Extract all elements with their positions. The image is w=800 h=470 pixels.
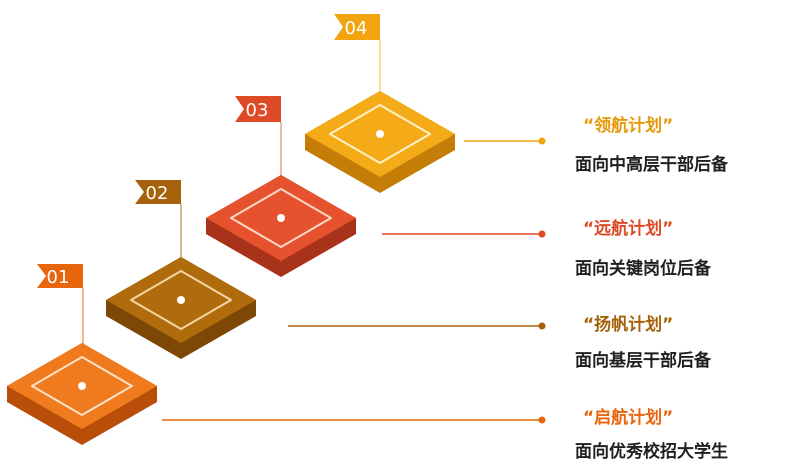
leader-dot-03 (538, 230, 546, 238)
leader-dot-04 (538, 137, 546, 145)
plan-title-03: “远航计划” (583, 219, 674, 239)
flag-number-04: 04 (345, 18, 368, 39)
flag-number-01: 01 (47, 267, 70, 288)
flag-03: 03 (235, 96, 281, 122)
plan-desc-01: 面向优秀校招大学生 (575, 442, 728, 462)
leader-dot-02 (538, 322, 546, 330)
plan-desc-02: 面向基层干部后备 (575, 351, 711, 371)
plan-title-04: “领航计划” (583, 116, 674, 136)
leader-dot-01 (538, 416, 546, 424)
diamond-01 (7, 343, 157, 445)
step-02: 02 (106, 180, 546, 359)
diamond-02 (106, 257, 256, 359)
plan-desc-04: 面向中高层干部后备 (575, 155, 728, 175)
flag-number-02: 02 (146, 183, 169, 204)
diamond-04 (305, 91, 455, 193)
flag-02: 02 (135, 180, 181, 204)
flag-number-03: 03 (246, 100, 269, 121)
step-04: 04 (305, 14, 546, 193)
plan-title-01: “启航计划” (583, 408, 674, 428)
step-01: 01 (7, 264, 546, 445)
flag-01: 01 (37, 264, 83, 288)
plan-desc-03: 面向关键岗位后备 (575, 259, 711, 279)
step-03: 03 (206, 96, 546, 277)
diamond-03 (206, 175, 356, 277)
plan-title-02: “扬帆计划” (583, 315, 674, 335)
flag-04: 04 (334, 14, 380, 40)
